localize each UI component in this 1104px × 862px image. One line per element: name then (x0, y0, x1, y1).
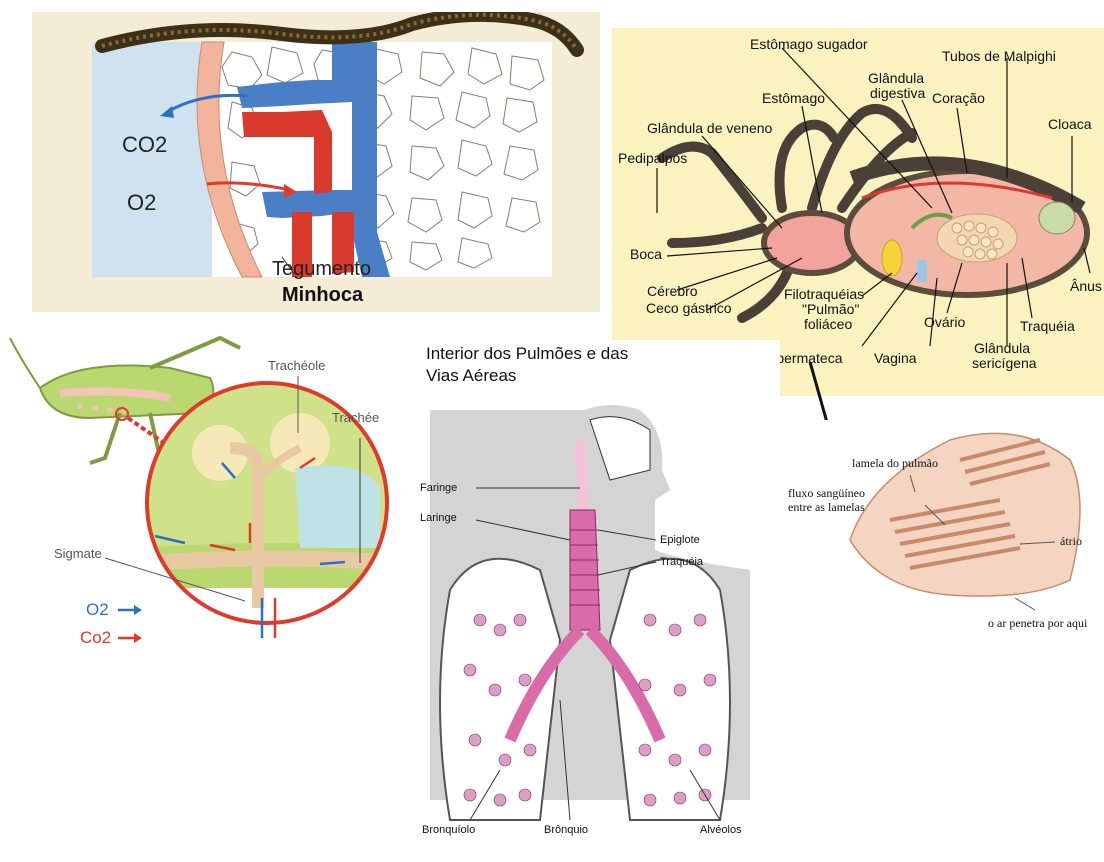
label-ceco-gastrico: Ceco gástrico (646, 300, 732, 316)
label-filotraqueias-2: "Pulmão" (802, 301, 859, 317)
earthworm-diagram: CO2 O2 Tegumento Minhoca (32, 12, 600, 312)
label-glandula-digestiva-2: digestiva (870, 85, 925, 101)
label-filotraqueias-3: foliáceo (804, 316, 852, 332)
earthworm-title: Minhoca (282, 284, 363, 307)
spermatheca-organ (917, 260, 927, 282)
label-anus: Ânus (1070, 278, 1102, 294)
label-bronquio: Brônquio (544, 824, 588, 836)
sigmate-label: Sigmate (54, 546, 102, 561)
label-cerebro: Cérebro (647, 283, 698, 299)
label-glandula-veneno: Glândula de veneno (647, 120, 772, 136)
human-lungs-diagram: Interior dos Pulmões e das Vias Aéreas (420, 340, 780, 862)
book-lung-organ (882, 240, 902, 276)
label-estomago: Estômago (762, 90, 825, 106)
insect-trachea-diagram: Trachéole Trachée Sigmate O2 Co2 (0, 318, 410, 678)
label-alveolos: Alvéolos (700, 824, 742, 836)
tracheole-label: Trachéole (268, 358, 325, 373)
label-filotraqueias-1: Filotraquéias (784, 286, 864, 302)
label-fluxo-1: fluxo sangüíneo (788, 486, 865, 501)
label-ar: o ar penetra por aqui (988, 616, 1087, 631)
co2-label: CO2 (122, 132, 167, 158)
label-tubos-malpighi: Tubos de Malpighi (942, 48, 1056, 64)
lungs-title-line-2: Vias Aéreas (426, 366, 516, 386)
trachea (570, 510, 600, 630)
label-traqueia: Traquéia (660, 556, 703, 568)
tegumento-label: Tegumento (272, 258, 371, 281)
insect-illustration (0, 318, 410, 678)
label-faringe: Faringe (420, 482, 457, 494)
label-cloaca: Cloaca (1048, 116, 1092, 132)
label-vagina: Vagina (874, 350, 917, 366)
label-coracao: Coração (932, 90, 985, 106)
cloaca-organ (1039, 202, 1075, 234)
lungs-title-line-1: Interior dos Pulmões e das (426, 344, 628, 364)
co2-legend-label: Co2 (80, 628, 111, 648)
label-glandula-digestiva-1: Glândula (868, 70, 924, 86)
label-epiglote: Epiglote (660, 534, 700, 546)
label-ovario: Ovário (924, 314, 965, 330)
ar-pointer (1015, 598, 1035, 610)
label-boca: Boca (630, 246, 662, 262)
label-laringe: Laringe (420, 512, 457, 524)
label-atrio: átrio (1060, 534, 1082, 549)
label-bronquiolo: Bronquíolo (422, 824, 475, 836)
o2-legend-label: O2 (86, 600, 109, 620)
co2-legend-arrowhead (134, 633, 142, 643)
o2-label: O2 (127, 190, 156, 216)
label-pedipalpos: Pedipalpos (618, 150, 687, 166)
label-glandula-sericigena-1: Glândula (974, 340, 1030, 356)
o2-legend-arrowhead (134, 605, 142, 615)
label-fluxo-2: entre as lamelas (788, 500, 865, 515)
book-lung-diagram: lamela do pulmão fluxo sangüíneo entre a… (770, 420, 1104, 650)
lungs-illustration (420, 400, 780, 840)
label-glandula-sericigena-2: sericígena (972, 355, 1037, 371)
label-estomago-sugador: Estômago sugador (750, 36, 868, 52)
trachee-label: Trachée (332, 410, 379, 425)
label-traqueia: Traquéia (1020, 318, 1075, 334)
label-lamela: lamela do pulmão (852, 456, 938, 471)
